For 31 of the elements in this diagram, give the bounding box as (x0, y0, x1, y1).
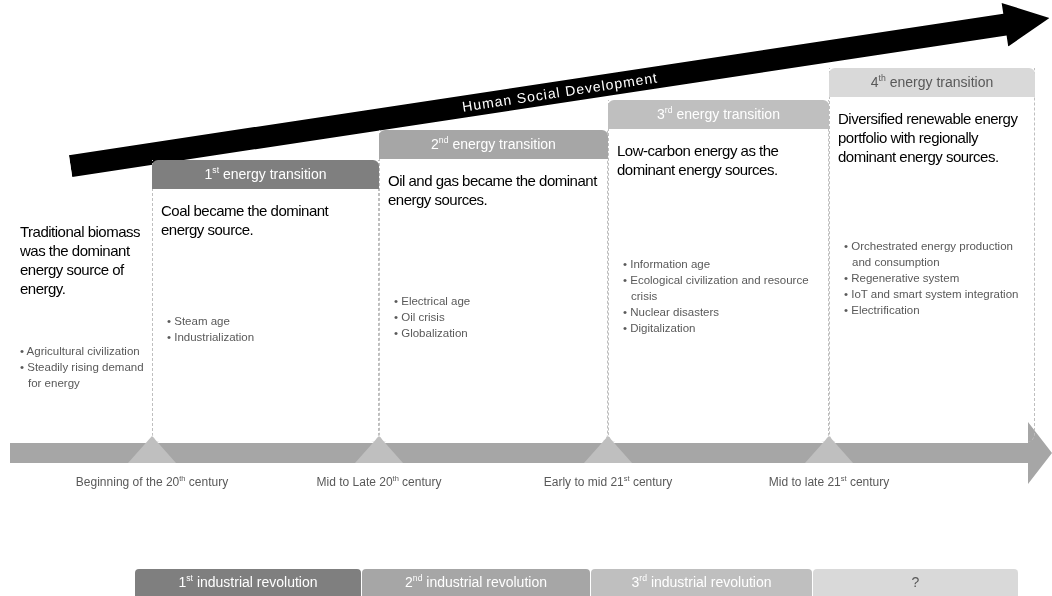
bullet-item: • Nuclear disasters (623, 305, 721, 320)
bullet-item: • Orchestrated energy production and consumption (844, 239, 1014, 270)
period-heading: Coal became the dominant energy source. (161, 201, 330, 239)
revolution-bar: ? (813, 569, 1018, 596)
bullet-item: • Industrialization (167, 330, 256, 345)
period-heading: Traditional biomass was the dominant energy source of energy. (20, 222, 141, 298)
bullet-item: • Information age (623, 257, 712, 272)
revolution-bar: 2$^{nd}$ industrial revolution (362, 569, 590, 596)
period-heading: Diversified renewable energy portfolio with regionally dominant energy sources. (838, 109, 1019, 166)
transition-header: 4$^{th}$ energy transition (829, 68, 1035, 97)
bullet-item: • Steam age (167, 314, 231, 329)
transition-header: 3$^{rd}$ energy transition (608, 100, 829, 129)
period-heading: Oil and gas became the dominant energy sources. (388, 171, 599, 209)
bullet-item: • Oil crisis (394, 310, 446, 325)
bullet-item: • Steadily rising demand for energy (20, 360, 145, 391)
bullet-item: • Agricultural civilization (20, 344, 141, 359)
period-heading: Low-carbon energy as the dominant energy sources. (617, 141, 780, 179)
date-label: Mid to late 21$^{st}$ century (767, 474, 891, 490)
bullet-item: • Electrification (844, 303, 921, 318)
bullet-item: • Regenerative system (844, 271, 961, 286)
revolution-bar: 1$^{st}$ industrial revolution (135, 569, 361, 596)
bullet-item: • IoT and smart system integration (844, 287, 1020, 302)
transition-header: 1$^{st}$ energy transition (152, 160, 379, 189)
bullet-item: • Ecological civilization and resource crisis (623, 273, 810, 304)
date-label: Early to mid 21$^{st}$ century (542, 474, 674, 490)
date-label: Beginning of the 20$^{th}$ century (74, 474, 230, 490)
transition-header: 2$^{nd}$ energy transition (379, 130, 608, 159)
bullet-item: • Electrical age (394, 294, 472, 309)
bullet-item: • Globalization (394, 326, 469, 341)
date-label: Mid to Late 20$^{th}$ century (315, 474, 443, 490)
bullet-item: • Digitalization (623, 321, 697, 336)
